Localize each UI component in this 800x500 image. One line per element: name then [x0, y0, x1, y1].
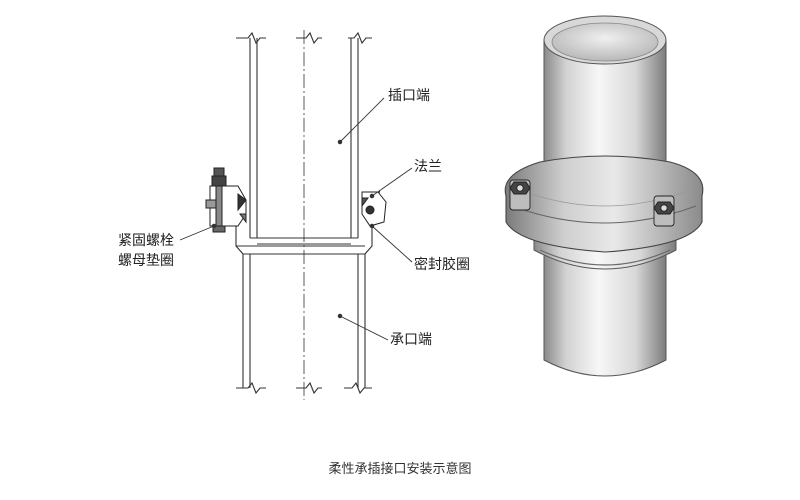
label-flange: 法兰 [414, 159, 442, 175]
bolt-left [509, 179, 531, 211]
label-seal-ring: 密封胶圈 [414, 257, 470, 273]
left-flange [205, 167, 247, 233]
label-nut-washer: 螺母垫圈 [118, 253, 174, 269]
bolt-right [653, 195, 675, 227]
right-flange [361, 191, 387, 227]
label-spigot-end: 插口端 [388, 88, 430, 104]
top-break-line-right [348, 31, 372, 45]
label-bolt: 紧固螺栓 [118, 233, 174, 249]
flange-clamp [504, 155, 704, 253]
lower-pipe [543, 249, 667, 377]
figure-caption: 柔性承插接口安装示意图 [328, 462, 472, 477]
top-break-line-left [236, 31, 266, 45]
label-socket-end: 承口端 [390, 332, 432, 348]
